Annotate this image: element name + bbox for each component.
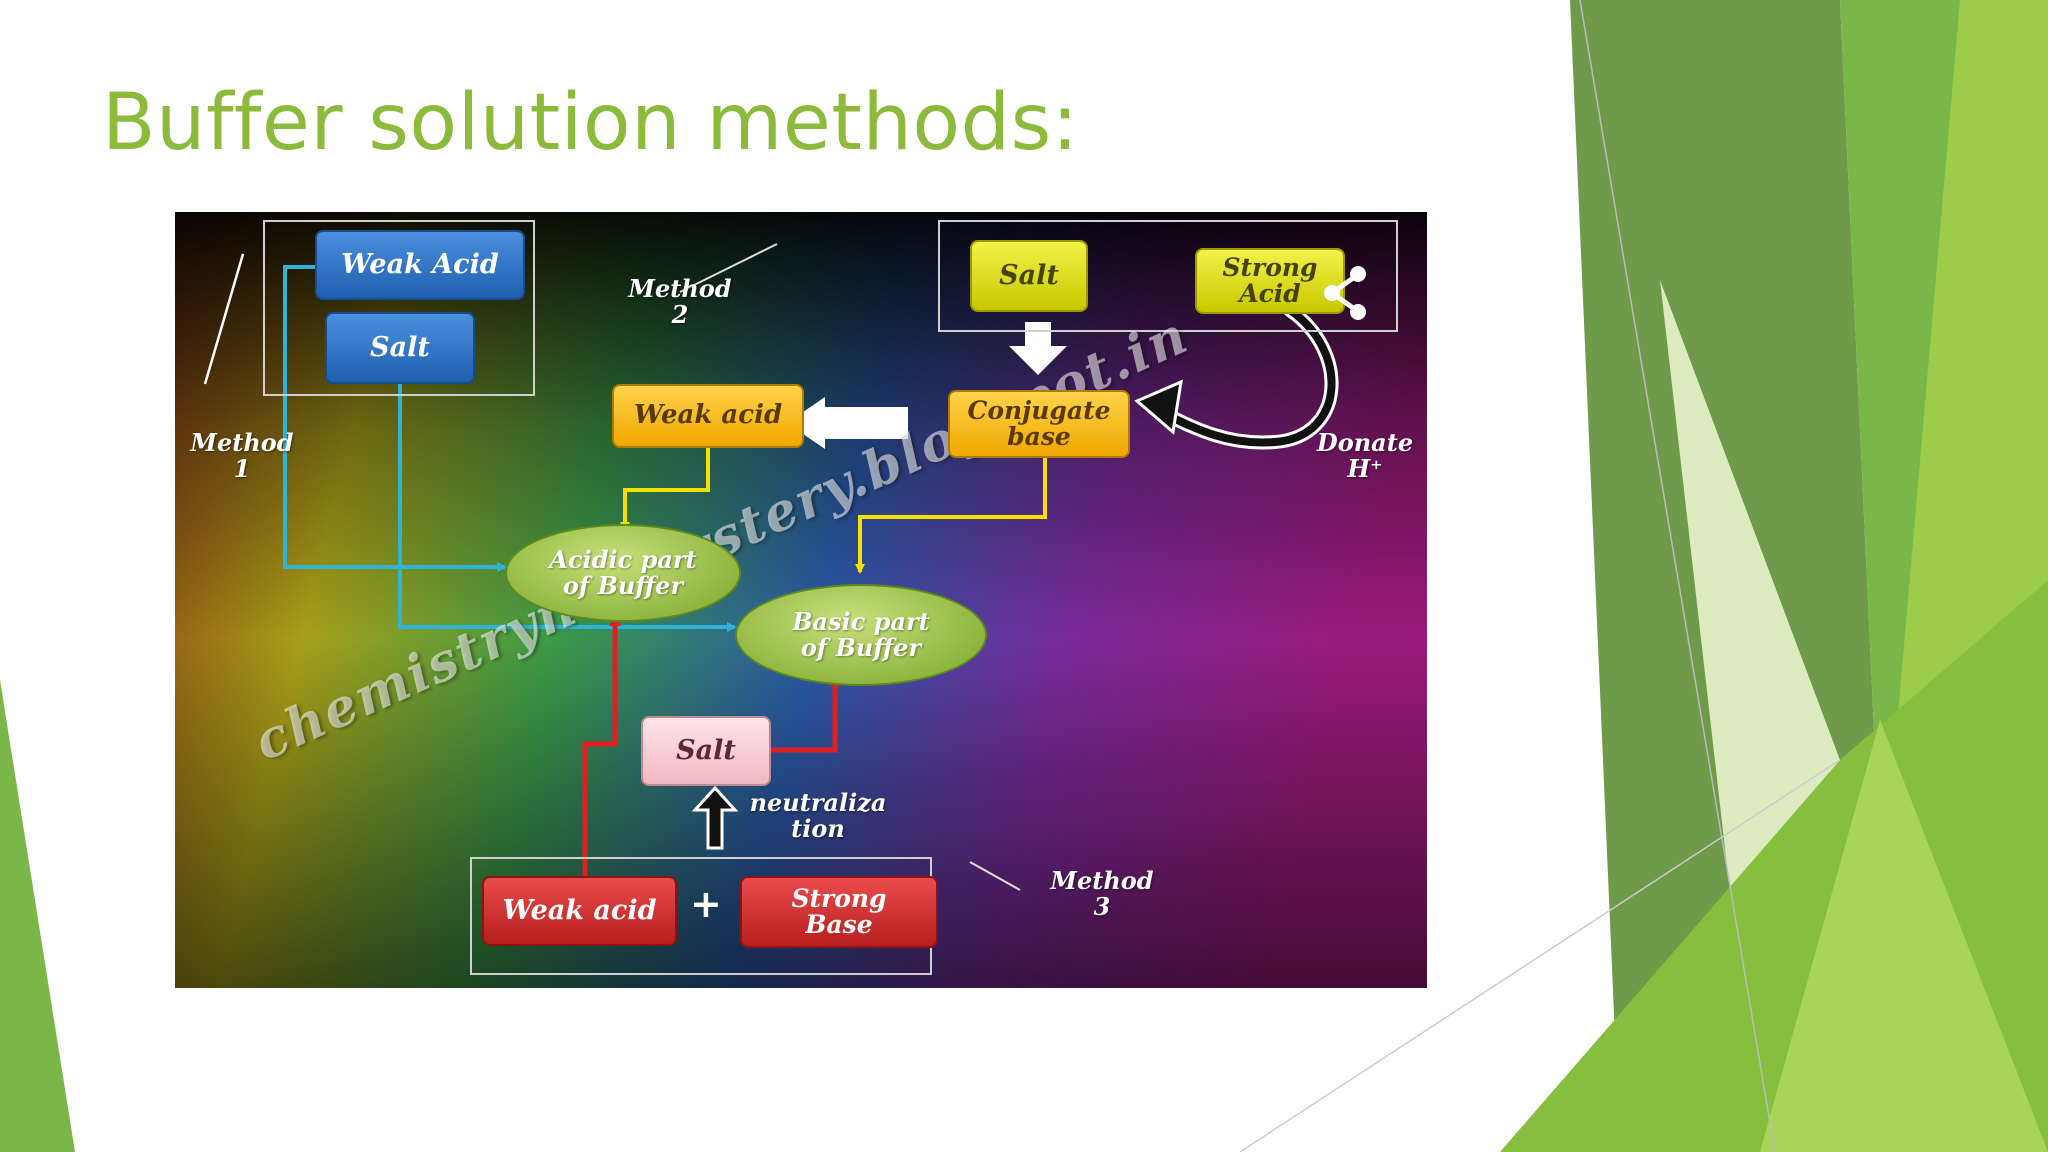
thin-line-1: [1579, 0, 1776, 1152]
donate-h-arrow-head: [1134, 379, 1183, 435]
method2-weak-acid-box: Weak acid: [612, 384, 804, 448]
donate-h-curve-arrow-inner: [1151, 306, 1336, 447]
method2-salt-box: Salt: [970, 240, 1088, 312]
thin-line-2: [1239, 759, 1841, 1152]
conjugate-to-basic-yellow: [855, 454, 1047, 574]
salt-to-basic-red: [769, 674, 841, 753]
method2-slash: [679, 243, 778, 293]
weak-acid-to-acidic-red: [582, 614, 621, 876]
method2-frame: [938, 220, 1398, 332]
method1-salt-box: Salt: [325, 312, 475, 384]
slide-title: Buffer solution methods:: [102, 78, 1079, 168]
right-lower-light: [1760, 720, 2048, 1152]
method3-neutralization-label: neutraliza tion: [749, 788, 887, 844]
weak-acid-to-acidic-connector: [283, 265, 507, 572]
method2-label: Method 2: [628, 274, 732, 330]
method3-slash: [969, 861, 1021, 891]
weak-acid-to-acidic-yellow: [620, 447, 710, 532]
plus-sign: +: [690, 882, 722, 926]
method2-conjugate-base-box: Conjugate base: [948, 390, 1130, 458]
method1-frame: [263, 220, 535, 396]
conjugate-to-weak-acid-arrow: [787, 397, 908, 449]
buffer-methods-diagram: chemistrynotmystery.blogspot.in Weak Aci…: [175, 212, 1427, 988]
share-icon[interactable]: [1320, 264, 1370, 322]
method2-strong-acid-box: Strong Acid: [1195, 248, 1345, 314]
method3-weak-acid-box: Weak acid: [482, 876, 677, 946]
neutralization-up-arrow: [691, 785, 739, 850]
acidic-part-ellipse: Acidic part of Buffer: [505, 524, 741, 622]
method1-slash: [203, 253, 245, 385]
method2-donate-label: Donate H⁺: [1316, 428, 1414, 484]
salt-to-basic-connector: [398, 382, 737, 632]
method3-label: Method 3: [1050, 866, 1154, 922]
basic-part-ellipse: Basic part of Buffer: [735, 584, 987, 686]
left-green-wedge: [0, 680, 75, 1152]
method1-weak-acid-box: Weak Acid: [315, 230, 525, 300]
salt-to-conjugate-arrow: [1009, 322, 1067, 375]
method1-label: Method 1: [190, 428, 294, 484]
method3-salt-box: Salt: [641, 716, 771, 786]
method3-strong-base-box: Strong Base: [740, 876, 938, 948]
